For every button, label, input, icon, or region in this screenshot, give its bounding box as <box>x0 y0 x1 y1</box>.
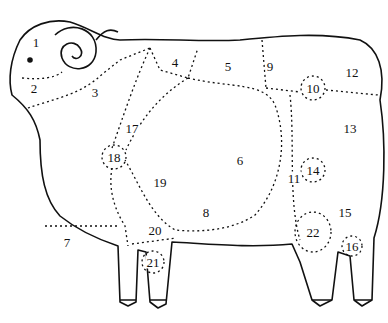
callout-number: 7 <box>63 236 72 249</box>
cut-circle <box>301 76 325 100</box>
callout-number: 22 <box>306 226 321 239</box>
cut-line <box>22 72 62 79</box>
cut-line <box>262 40 378 95</box>
eye <box>28 58 32 62</box>
callout-number: 21 <box>146 256 161 269</box>
cut-circle <box>142 251 164 273</box>
callout-number: 18 <box>107 151 122 164</box>
hoof-lines <box>120 299 372 301</box>
cut-circle <box>295 212 331 252</box>
callout-number: 17 <box>125 122 140 135</box>
callout-number: 14 <box>306 164 321 177</box>
cut-boundaries <box>22 40 378 273</box>
cut-line <box>125 78 282 231</box>
callout-number: 2 <box>30 82 39 95</box>
ear <box>96 30 118 40</box>
callout-number: 13 <box>343 122 358 135</box>
callout-number: 6 <box>236 154 245 167</box>
callout-number: 9 <box>266 60 275 73</box>
horn <box>55 27 96 68</box>
callout-number: 8 <box>202 206 211 219</box>
cut-line <box>290 95 300 240</box>
callout-number: 1 <box>32 36 41 49</box>
callout-number: 16 <box>345 240 360 253</box>
sheep-outline <box>10 21 384 308</box>
callout-number: 10 <box>306 82 321 95</box>
cut-line <box>111 48 150 246</box>
callout-number: 20 <box>148 224 163 237</box>
cut-circle <box>342 236 362 256</box>
callout-number: 19 <box>153 176 168 189</box>
cut-circle <box>102 145 126 169</box>
cut-line <box>150 48 198 78</box>
cut-circle <box>301 158 325 182</box>
callout-number: 3 <box>91 86 100 99</box>
callout-number: 11 <box>287 172 302 185</box>
callout-number: 5 <box>224 60 233 73</box>
callout-number: 4 <box>171 56 180 69</box>
callout-number: 12 <box>345 66 360 79</box>
callout-number: 15 <box>338 206 353 219</box>
cut-line <box>28 48 150 108</box>
